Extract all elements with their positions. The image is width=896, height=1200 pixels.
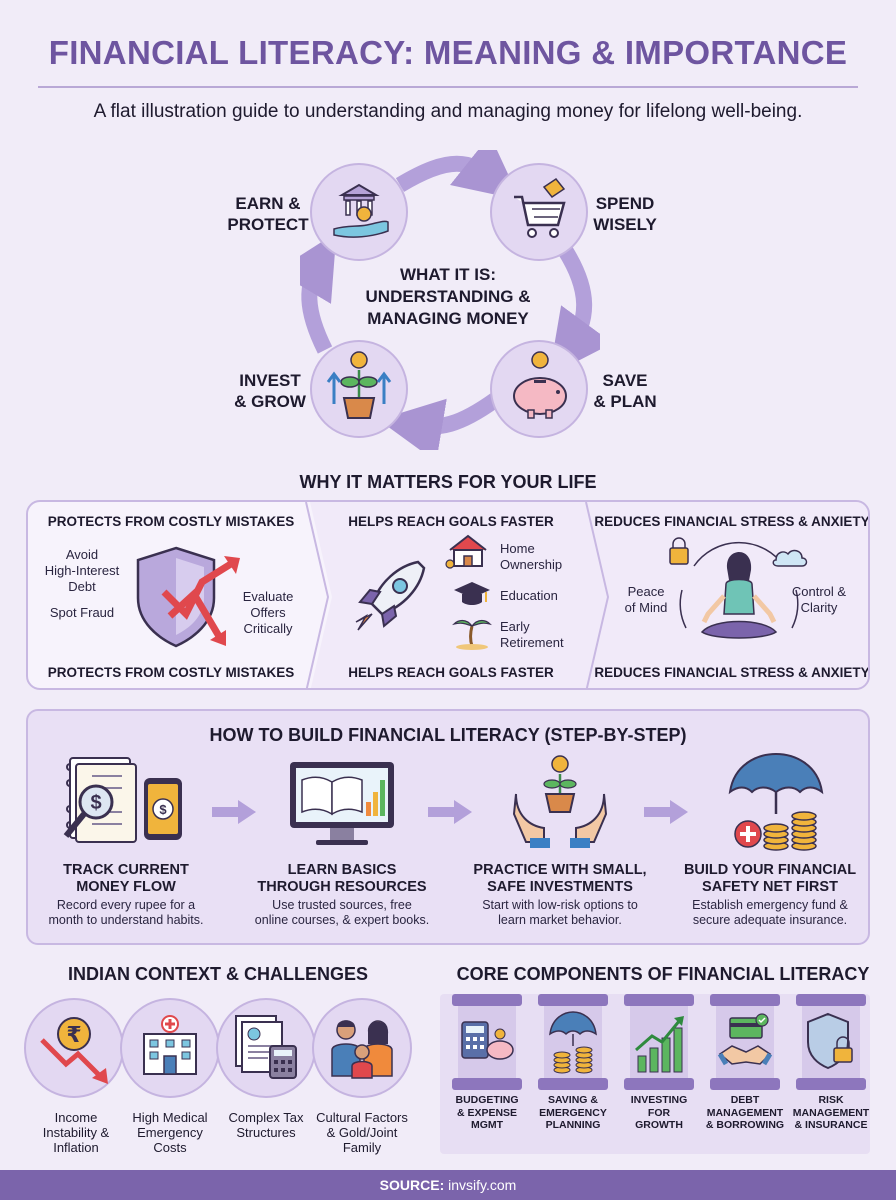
arrow-earn-to-spend	[395, 150, 520, 200]
components-heading: CORE COMPONENTS OF FINANCIAL LITERACY	[456, 964, 870, 984]
step-arrow-3	[644, 800, 688, 824]
tax-documents-calculator-icon	[235, 1015, 297, 1079]
source-label: SOURCE:	[379, 1177, 445, 1193]
cycle-center-text: WHAT IT IS: UNDERSTANDING & MANAGING MON…	[365, 265, 531, 328]
bank-hand-icon	[333, 183, 389, 238]
source-link[interactable]: invsify.com	[448, 1177, 517, 1193]
shield-arrows-icon	[136, 546, 240, 648]
why-heading: WHY IT MATTERS FOR YOUR LIFE	[299, 472, 597, 492]
title-divider	[38, 86, 858, 88]
cycle-arrows	[300, 150, 600, 450]
invest-grow-label: INVEST& GROW	[234, 371, 306, 411]
shopping-cart-icon	[514, 177, 566, 238]
pillar-saving	[538, 994, 608, 1090]
graduation-cap-icon	[454, 582, 490, 605]
spend-wisely-circle	[490, 163, 588, 261]
umbrella-coins-icon	[728, 752, 824, 851]
page-subtitle: A flat illustration guide to understandi…	[93, 101, 803, 122]
computer-book-icon	[290, 762, 394, 845]
step-3: PRACTICE WITH SMALL,SAFE INVESTMENTS Sta…	[458, 862, 662, 928]
why-col1-footer: PROTECTS FROM COSTLY MISTAKES	[47, 665, 295, 680]
rupee-down-icon: ₹	[40, 1017, 108, 1084]
umbrella-coins-small-icon	[549, 1011, 597, 1074]
arrow-spend-to-save	[549, 245, 600, 376]
calculator-piggy-icon	[461, 1021, 514, 1060]
step-arrow-1	[212, 800, 256, 824]
svg-text:₹: ₹	[66, 1023, 81, 1048]
save-plan-label: SAVE& PLAN	[593, 371, 657, 411]
shield-lock-icon	[807, 1012, 853, 1070]
meditation-icon	[669, 537, 808, 639]
page-title: FINANCIAL LITERACY: MEANING & IMPORTANCE	[48, 34, 848, 71]
invest-grow-circle	[310, 340, 408, 438]
family-icon	[331, 1020, 393, 1079]
earn-protect-circle	[310, 163, 408, 261]
piggy-bank-icon	[513, 351, 567, 419]
why-col2-title: HELPS REACH GOALS FASTER	[348, 514, 554, 529]
pillar-risk	[796, 994, 866, 1090]
control-clarity-text: Control &Clarity	[791, 584, 847, 615]
income-instability-circle: ₹	[24, 998, 124, 1098]
house-icon	[445, 534, 487, 569]
pillar-debt	[710, 994, 780, 1090]
ledger-magnifier-icon: $ $	[63, 757, 182, 843]
earn-protect-label: EARN &PROTECT	[227, 194, 309, 234]
palm-tree-icon	[452, 619, 492, 650]
arrow-save-to-invest	[378, 393, 500, 450]
rocket-icon	[355, 560, 426, 631]
pillar-budgeting	[452, 994, 522, 1090]
step-4-desc: Establish emergency fund &secure adequat…	[692, 898, 848, 927]
source-footer: SOURCE: invsify.com	[0, 1170, 896, 1200]
pillar-investing	[624, 994, 694, 1090]
save-plan-circle	[490, 340, 588, 438]
why-col1-title: PROTECTS FROM COSTLY MISTAKES	[47, 514, 295, 529]
plant-growth-icon	[326, 351, 392, 419]
context-heading: INDIAN CONTEXT & CHALLENGES	[67, 964, 368, 984]
why-col3-footer: REDUCES FINANCIAL STRESS & ANXIETY	[594, 665, 870, 680]
why-dividers	[305, 502, 868, 688]
tax-structures-circle	[216, 998, 316, 1098]
hands-plant-icon	[512, 755, 608, 848]
medical-costs-circle	[120, 998, 220, 1098]
step-arrow-2	[428, 800, 472, 824]
arrow-invest-to-earn	[300, 232, 337, 354]
hospital-icon	[143, 1015, 197, 1075]
svg-text:$: $	[159, 802, 167, 817]
why-col2-footer: HELPS REACH GOALS FASTER	[348, 665, 554, 680]
steps-heading: HOW TO BUILD FINANCIAL LITERACY (STEP-BY…	[209, 725, 687, 745]
why-col3-title: REDUCES FINANCIAL STRESS & ANXIETY	[594, 514, 870, 529]
card-handshake-icon	[717, 1013, 773, 1066]
svg-text:$: $	[90, 792, 101, 814]
spot-fraud-text: Spot Fraud	[49, 605, 115, 620]
education-text: Education	[500, 588, 558, 603]
growth-chart-icon	[635, 1016, 684, 1073]
cultural-factors-circle	[312, 998, 412, 1098]
step-3-title: PRACTICE WITH SMALL,SAFE INVESTMENTS	[473, 862, 647, 895]
